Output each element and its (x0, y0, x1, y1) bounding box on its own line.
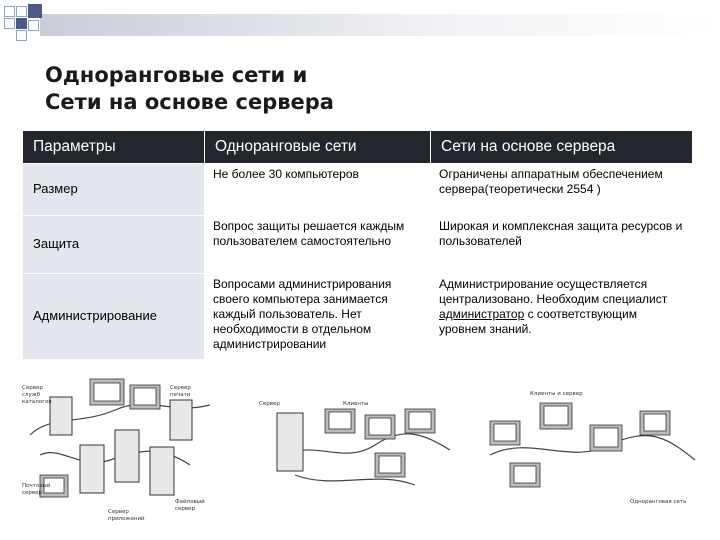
cell-server-administration: Администрирование осуществляется централ… (430, 273, 693, 360)
server-network-illustration: Сервер служб каталогов Сервер печати Поч… (22, 378, 211, 522)
comparison-table: Параметры Одноранговые сети Сети на осно… (22, 130, 693, 360)
peer-network-illustration: Клиенты и сервер Одноранговая сеть (489, 391, 696, 505)
cell-peer-size: Не более 30 компьютеров (204, 163, 431, 216)
decor-square (28, 4, 42, 18)
table-header-row: Параметры Одноранговые сети Сети на осно… (22, 130, 693, 164)
label-clients-and-server: Клиенты и сервер (530, 391, 583, 397)
header-server-networks: Сети на основе сервера (430, 130, 693, 164)
title-line-1: Одноранговые сети и (45, 63, 308, 87)
label-mail-server-2: сервер (22, 490, 43, 496)
header-peer-networks: Одноранговые сети (204, 130, 431, 164)
label-directory-server-2: служб (22, 392, 41, 398)
label-peer-network: Одноранговая сеть (630, 499, 686, 505)
label-directory-server-3: каталогов (22, 399, 52, 405)
server-admin-text-before: Администрирование осуществляется централ… (439, 277, 668, 306)
table-row: Защита Вопрос защиты решается каждым пол… (22, 215, 693, 274)
label-server: Сервер (259, 401, 280, 407)
slide-title: Одноранговые сети и Сети на основе серве… (45, 62, 334, 116)
row-label-security: Защита (22, 215, 205, 274)
header-parameters: Параметры (22, 130, 205, 164)
row-label-size: Размер (22, 163, 205, 216)
table-row: Размер Не более 30 компьютеров Ограничен… (22, 163, 693, 216)
decor-square (16, 30, 27, 41)
decor-square (16, 6, 27, 17)
label-mail-server: Почтовый (22, 482, 51, 489)
label-app-server-2: приложений (108, 515, 145, 522)
title-line-2: Сети на основе сервера (45, 90, 334, 114)
label-file-server-2: сервер (175, 506, 196, 512)
label-clients: Клиенты (343, 401, 369, 407)
row-label-administration: Администрирование (22, 273, 205, 360)
header-gradient-bar (40, 14, 720, 36)
cell-server-size: Ограничены аппаратным обеспечением серве… (430, 163, 693, 216)
label-print-server-2: печати (170, 392, 191, 398)
decor-square (28, 20, 39, 31)
administrator-link[interactable]: администратор (439, 307, 525, 321)
table-row: Администрирование Вопросами администриро… (22, 273, 693, 360)
label-directory-server: Сервер (22, 385, 43, 391)
decor-square (16, 18, 27, 29)
cell-server-security: Широкая и комплексная защита ресурсов и … (430, 215, 693, 274)
client-server-illustration: Сервер Клиенты (259, 401, 451, 486)
cell-peer-administration: Вопросами администрирования своего компь… (204, 273, 431, 360)
decor-square (4, 6, 15, 17)
label-app-server: Сервер (108, 509, 129, 515)
label-file-server: Файловый (175, 498, 205, 505)
decor-square (4, 18, 15, 29)
label-print-server: Сервер (170, 385, 191, 391)
cell-peer-security: Вопрос защиты решается каждым пользовате… (204, 215, 431, 274)
server-admin-text-after: с соответствующим уровнем знаний. (439, 307, 637, 336)
